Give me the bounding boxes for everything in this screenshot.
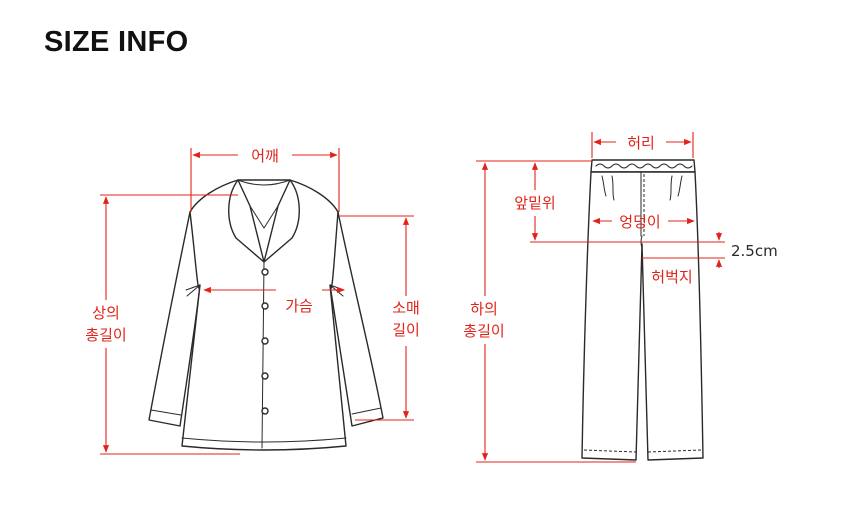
front-rise-label: 앞밑위 xyxy=(514,194,555,212)
sleeve-length-label-2: 길이 xyxy=(392,321,420,339)
shoulder-label: 어깨 xyxy=(251,147,279,165)
shirt-collar xyxy=(228,179,265,263)
top-total-length-label-1: 상의 xyxy=(92,304,120,322)
pants-legs xyxy=(581,171,704,461)
sleeve-length-label-1: 소매 xyxy=(392,299,420,317)
chest-label: 가슴 xyxy=(285,297,313,315)
shirt-labels: 어깨 가슴 상의 총길이 소매 길이 xyxy=(85,147,420,344)
shirt-right-sleeve xyxy=(329,211,384,427)
pants-waistband xyxy=(590,159,696,173)
pants-dimensions xyxy=(476,132,725,463)
top-total-length-label-2: 총길이 xyxy=(85,326,126,344)
thigh-offset-label: 2.5cm xyxy=(731,242,778,260)
shirt-body xyxy=(181,179,347,451)
thigh-label: 허벅지 xyxy=(651,268,692,286)
waist-label: 허리 xyxy=(627,134,655,152)
bottom-total-length-label-2: 총길이 xyxy=(463,322,504,340)
hip-label: 엉덩이 xyxy=(619,213,660,231)
page-title: SIZE INFO xyxy=(44,26,189,58)
pants-illustration xyxy=(581,159,704,461)
pants-labels: 허리 앞밑위 엉덩이 2.5cm 허벅지 하의 총길이 xyxy=(463,134,777,340)
shirt-dimensions xyxy=(100,148,414,455)
shirt-illustration xyxy=(148,179,384,451)
bottom-total-length-label-1: 하의 xyxy=(470,300,498,318)
